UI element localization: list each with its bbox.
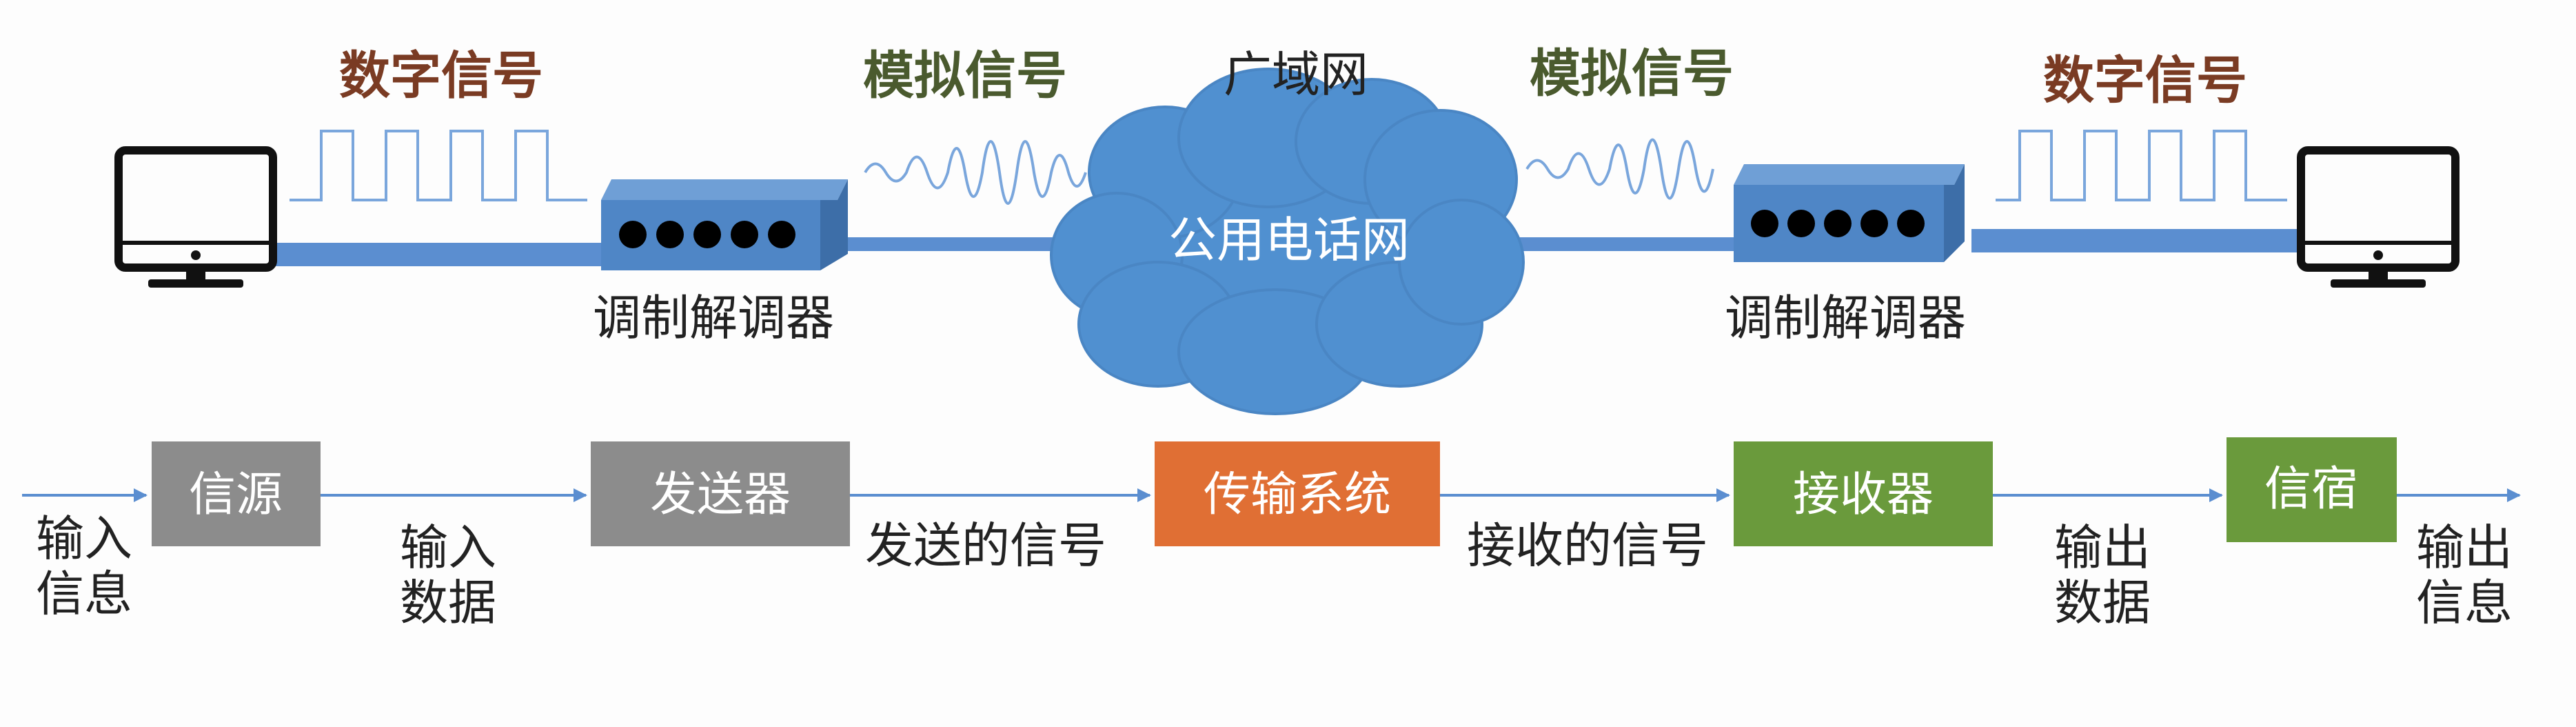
transmitter-box: 发送器 — [591, 441, 850, 546]
output-data-label-line1: 输出 — [2054, 519, 2151, 576]
right-computer-line — [1971, 229, 2302, 252]
right-analog-signal-label: 模拟信号 — [1530, 44, 1734, 103]
receiver-box-label: 接收器 — [1793, 468, 1934, 522]
input-info-label-line1: 输入 — [36, 510, 132, 567]
right-modem-label: 调制解调器 — [1725, 290, 1966, 346]
right-digital-signal-label: 数字信号 — [2043, 51, 2247, 110]
left-analog-wave — [864, 140, 1087, 205]
left-computer-icon — [114, 146, 277, 288]
cloud-label: 公用电话网 — [1168, 212, 1410, 268]
right-cloud-modem-line — [1510, 237, 1758, 251]
left-digital-signal-label: 数字信号 — [339, 46, 543, 106]
destination-box: 信宿 — [2227, 437, 2397, 542]
wan-label: 广域网 — [1224, 46, 1368, 103]
input-info-label-line2: 信息 — [36, 566, 132, 622]
left-modem-icon — [601, 179, 848, 270]
input-data-label-line1: 输入 — [400, 519, 496, 576]
left-analog-signal-label: 模拟信号 — [863, 46, 1067, 106]
right-digital-wave — [1996, 130, 2287, 201]
destination-box-label: 信宿 — [2264, 462, 2358, 517]
transmitter-box-label: 发送器 — [650, 468, 791, 522]
left-modem-label: 调制解调器 — [593, 290, 834, 346]
right-computer-icon — [2297, 146, 2460, 288]
right-analog-wave — [1525, 138, 1714, 200]
left-modem-cloud-line — [827, 237, 1075, 251]
receiver-box: 接收器 — [1734, 441, 1993, 546]
right-modem-icon — [1734, 164, 1965, 262]
cloud-icon — [1050, 68, 1525, 415]
transmission-system-box: 传输系统 — [1155, 441, 1440, 546]
left-digital-wave — [290, 130, 587, 201]
source-box-label: 信源 — [189, 468, 283, 522]
left-computer-line — [276, 243, 607, 266]
received-signal-label: 接收的信号 — [1467, 517, 1708, 574]
output-data-label-line2: 数据 — [2054, 575, 2151, 631]
transmission-system-box-label: 传输系统 — [1204, 468, 1391, 522]
input-data-label-line2: 数据 — [400, 575, 496, 631]
output-info-label-line2: 信息 — [2416, 575, 2513, 631]
sent-signal-label: 发送的信号 — [865, 517, 1106, 574]
output-info-label-line1: 输出 — [2416, 519, 2513, 576]
source-box: 信源 — [152, 441, 321, 546]
